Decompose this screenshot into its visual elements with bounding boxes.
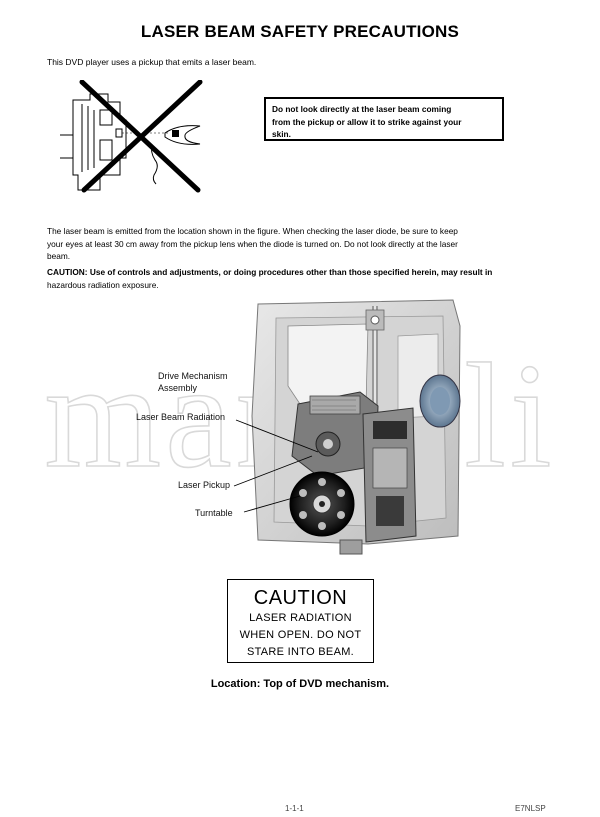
paragraph-line: beam. <box>47 251 71 262</box>
do-not-look-illustration <box>60 80 203 193</box>
instructions-paragraph: The laser beam is emitted from the locat… <box>47 225 517 263</box>
intro-text: This DVD player uses a pickup that emits… <box>47 57 257 67</box>
warning-line: skin. <box>272 129 291 139</box>
caution-heading: CAUTION <box>253 587 348 609</box>
model-code: E7NLSP <box>515 804 546 813</box>
caution-label: CAUTION LASER RADIATION WHEN OPEN. DO NO… <box>227 579 374 663</box>
label-drive-line1: Drive Mechanism <box>158 371 228 381</box>
caution-label-line: WHEN OPEN. DO NOT <box>239 629 362 641</box>
label-laser-pickup: Laser Pickup <box>178 480 231 490</box>
caution-note-rest: hazardous radiation exposure. <box>47 279 159 290</box>
caution-note-bold: CAUTION: Use of controls and adjustments… <box>47 267 493 277</box>
dvd-mechanism-photo <box>251 299 461 555</box>
label-turntable: Turntable <box>195 508 233 518</box>
paragraph-line: The laser beam is emitted from the locat… <box>47 226 458 236</box>
laser-warning-box: Do not look directly at the laser beam c… <box>264 97 504 141</box>
warning-line: Do not look directly at the laser beam c… <box>272 104 452 114</box>
label-drive-mechanism: Drive Mechanism Assembly <box>158 370 228 394</box>
page-number: 1-1-1 <box>285 804 304 813</box>
location-caption: Location: Top of DVD mechanism. <box>210 678 390 690</box>
leader-line-pickup <box>233 455 313 487</box>
label-laser-beam-radiation: Laser Beam Radiation <box>136 412 226 422</box>
leader-line-radiation <box>235 419 319 453</box>
label-drive-line2: Assembly <box>158 383 198 393</box>
paragraph-line: your eyes at least 30 cm away from the p… <box>47 238 458 249</box>
caution-note: CAUTION: Use of controls and adjustments… <box>47 266 517 291</box>
caution-label-line: LASER RADIATION <box>249 612 352 624</box>
page-title: LASER BEAM SAFETY PRECAUTIONS <box>140 22 460 41</box>
warning-line: from the pickup or allow it to strike ag… <box>272 116 462 127</box>
caution-label-line: STARE INTO BEAM. <box>246 646 355 658</box>
leader-line-turntable <box>243 495 301 513</box>
